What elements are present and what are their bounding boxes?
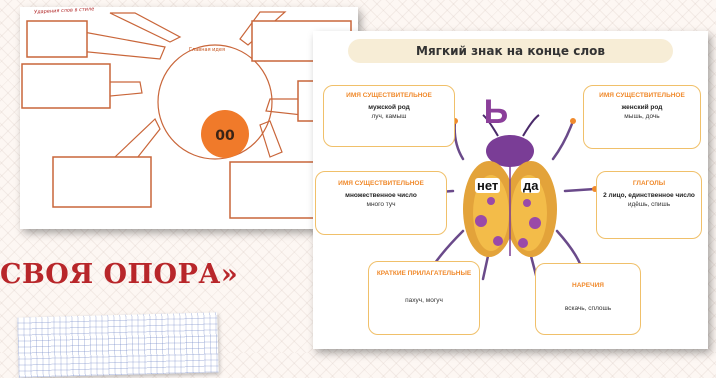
mindmap-slide: Главная идея 00 [20, 7, 358, 229]
box-subtitle: женский род [621, 104, 663, 111]
box-example: вскачь, сплошь [564, 305, 612, 312]
soft-sign-letter: Ь [483, 93, 509, 131]
box-example: пахуч, могуч [405, 297, 443, 304]
mindmap-center-circle [201, 110, 249, 158]
box-header: имя существительное [346, 92, 432, 99]
box-header: краткие прилагательные [376, 270, 472, 277]
box-noun-masculine: имя существительное мужской род луч, кам… [323, 85, 455, 147]
mindmap-circle-label: 00 [215, 128, 235, 144]
mindmap-diagram [21, 11, 355, 219]
box-subtitle: множественное число [345, 192, 417, 199]
mindmap-box [21, 63, 111, 109]
soft-sign-slide: Мягкий знак на конце слов [313, 31, 708, 349]
box-noun-plural: имя существительное множественное число … [315, 171, 447, 235]
box-subtitle: 2 лицо, единственное число [603, 192, 695, 199]
ladybug-illustration [422, 114, 598, 281]
box-adverbs: наречия вскачь, сплошь [535, 263, 641, 335]
box-short-adjectives: краткие прилагательные пахуч, могуч [368, 261, 480, 335]
no-label: нет [475, 178, 501, 193]
box-example: мышь, дочь [624, 113, 660, 120]
box-subtitle: мужской род [368, 104, 410, 111]
box-example: луч, камыш [371, 113, 407, 120]
slide-title: Мягкий знак на конце слов [348, 39, 673, 63]
mindmap-boxes [21, 20, 355, 219]
box-verbs: глаголы 2 лицо, единственное число идёшь… [596, 171, 702, 239]
box-header: имя существительное [599, 92, 685, 99]
box-header: имя существительное [338, 180, 424, 187]
notebook-image [17, 312, 219, 378]
box-example: много туч [366, 201, 396, 208]
mindmap-box [26, 20, 88, 58]
box-header: наречия [572, 282, 604, 289]
box-header: глаголы [632, 180, 666, 187]
yes-label: да [521, 178, 541, 193]
mindmap-title: Главная идея [189, 47, 225, 53]
page-heading: СВОЯ ОПОРА» [0, 259, 239, 290]
box-noun-feminine: имя существительное женский род мышь, до… [583, 85, 701, 149]
mindmap-box [52, 156, 152, 208]
box-example: идёшь, спишь [627, 201, 671, 208]
